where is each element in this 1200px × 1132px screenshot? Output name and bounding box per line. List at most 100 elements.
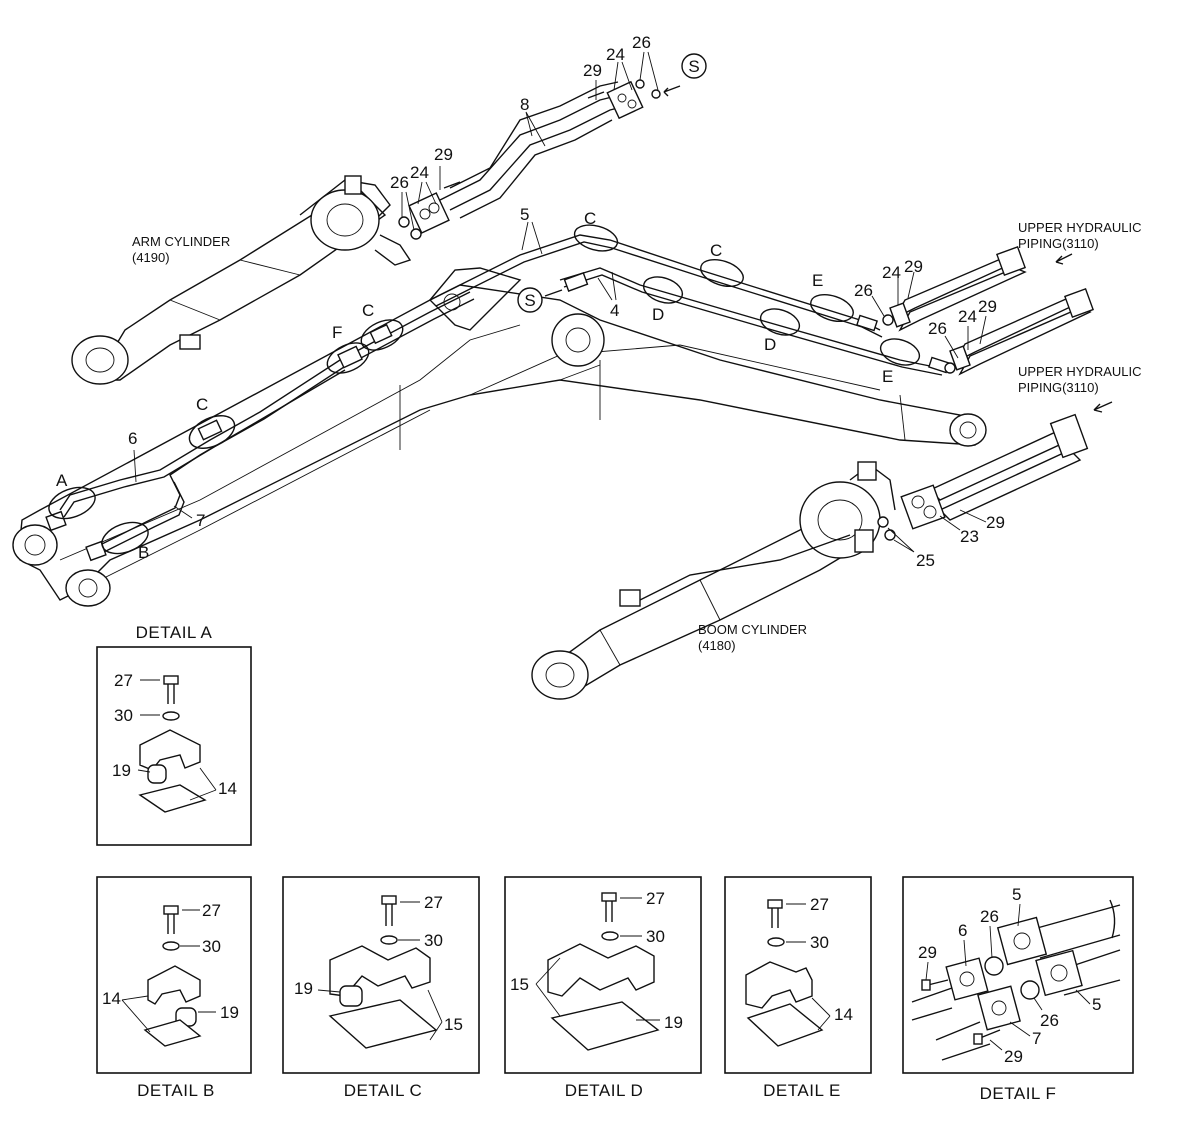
oring-26-left	[398, 216, 410, 228]
callout-25: 25	[916, 551, 935, 570]
callout-23: 23	[960, 527, 979, 546]
detail-d-bolt-27	[601, 892, 617, 902]
marker-a: A	[56, 471, 68, 490]
boom-structure	[12, 267, 987, 607]
detail-d-washer-30	[601, 931, 619, 941]
detail-c-frame	[282, 876, 480, 1074]
upper-piping-label-1b: PIPING(3110)	[1018, 236, 1099, 251]
boom-front-boss	[12, 524, 58, 566]
assembly-labels: ARM CYLINDER (4190) BOOM CYLINDER (4180)…	[132, 220, 1142, 653]
callout-29-e: 29	[986, 513, 1005, 532]
callout-7: 7	[196, 511, 205, 530]
callout-5: 5	[520, 205, 529, 224]
detail-d-title: DETAIL D	[565, 1081, 644, 1100]
detail-d-callout-27: 27	[646, 889, 665, 908]
marker-c-1: C	[196, 395, 208, 414]
marker-c-3: C	[584, 209, 596, 228]
detail-f-bolt-29a	[927, 979, 949, 986]
callout-26-a: 26	[632, 33, 651, 52]
oring-25-a	[877, 516, 889, 528]
detail-f-flange-6	[945, 957, 989, 1001]
detail-d-clamp-upper	[547, 943, 655, 997]
section-s-marker-mid	[517, 287, 543, 313]
hose-8	[398, 79, 661, 240]
callout-4: 4	[610, 301, 619, 320]
section-s-label-mid: S	[524, 291, 535, 310]
detail-f-callout-6: 6	[958, 921, 967, 940]
detail-b-washer-30	[162, 941, 180, 951]
detail-e-washer-30	[767, 937, 785, 947]
detail-c-bolt-27	[381, 895, 397, 905]
detail-a-frame	[96, 646, 252, 846]
detail-e-callout-30: 30	[810, 933, 829, 952]
detail-e-clamp-lower	[746, 1003, 824, 1047]
detail-c-title: DETAIL C	[344, 1081, 423, 1100]
upper-piping-label-2a: UPPER HYDRAULIC	[1018, 364, 1142, 379]
detail-b-callout-19: 19	[220, 1003, 239, 1022]
detail-a-washer-30	[162, 711, 180, 721]
callout-29-c: 29	[904, 257, 923, 276]
marker-f: F	[332, 323, 342, 342]
marker-c-4: C	[710, 241, 722, 260]
detail-d: DETAIL D 27 30 15 19	[504, 876, 702, 1100]
detail-d-frame	[504, 876, 702, 1074]
detail-f-callout-7: 7	[1032, 1029, 1041, 1048]
oring-25-b	[884, 529, 896, 541]
detail-f-oring-26a	[984, 956, 1004, 976]
marker-d-2: D	[764, 335, 776, 354]
detail-c-callout-15: 15	[444, 1015, 463, 1034]
detail-b-callout-14: 14	[102, 989, 121, 1008]
detail-f-flange-5a	[996, 916, 1048, 966]
boom-cylinder-code: (4180)	[698, 638, 736, 653]
detail-c-highlight-2	[360, 319, 404, 351]
detail-c-highlight-4	[700, 259, 744, 287]
flange-23	[900, 484, 946, 530]
detail-d-clamp-lower	[550, 1001, 660, 1051]
callout-8: 8	[520, 95, 529, 114]
flow-arrows	[544, 85, 1113, 413]
section-s-marker-top	[681, 53, 707, 79]
callout-6: 6	[128, 429, 137, 448]
boom-cylinder-label: BOOM CYLINDER	[698, 622, 807, 637]
detail-f: DETAIL F 5 26 6 29	[902, 876, 1134, 1103]
callout-29-b: 29	[434, 145, 453, 164]
callout-26-d: 26	[928, 319, 947, 338]
detail-b: DETAIL B 27 30 14 19	[96, 876, 252, 1100]
callout-26-c: 26	[854, 281, 873, 300]
arm-cylinder	[71, 175, 412, 385]
detail-b-clamp-upper	[147, 965, 201, 1005]
boom-cylinder-rod-eye	[531, 650, 589, 700]
detail-a-highlight	[48, 486, 96, 520]
section-s-label-top: S	[688, 57, 699, 76]
marker-e-1: E	[812, 271, 823, 290]
marker-c-2: C	[362, 301, 374, 320]
detail-c-highlight-1	[188, 415, 236, 449]
detail-a-callout-30: 30	[114, 706, 133, 725]
detail-a-callout-14: 14	[218, 779, 237, 798]
detail-f-callout-26b: 26	[1040, 1011, 1059, 1030]
upper-piping-label-1a: UPPER HYDRAULIC	[1018, 220, 1142, 235]
marker-e-2: E	[882, 367, 893, 386]
callout-24-c: 24	[882, 263, 901, 282]
pipe-6-7-run	[45, 291, 475, 562]
detail-a: DETAIL A 27 30 19 14	[96, 623, 252, 846]
detail-c-callout-19: 19	[294, 979, 313, 998]
detail-e-callout-27: 27	[810, 895, 829, 914]
detail-markers: A B C C C C D D E E F	[56, 209, 893, 562]
arm-cylinder-label: ARM CYLINDER	[132, 234, 230, 249]
main-callouts: 8 29 24 26 29 24 26 5 4 6 7 26 24 29 26 …	[128, 33, 1005, 570]
detail-a-title: DETAIL A	[136, 623, 213, 642]
detail-c-washer-30	[380, 935, 398, 945]
detail-b-bolt-27	[163, 905, 179, 915]
detail-b-frame	[96, 876, 252, 1074]
flange-24-right	[606, 80, 644, 120]
detail-f-title: DETAIL F	[980, 1084, 1057, 1103]
detail-e-highlight-2	[879, 338, 921, 366]
arm-cylinder-rod-eye	[71, 335, 129, 385]
detail-c-clamp-lower	[328, 999, 438, 1049]
detail-a-clamp-upper	[139, 729, 201, 771]
callout-29-d: 29	[978, 297, 997, 316]
callout-24-d: 24	[958, 307, 977, 326]
detail-c-callout-30: 30	[424, 931, 443, 950]
